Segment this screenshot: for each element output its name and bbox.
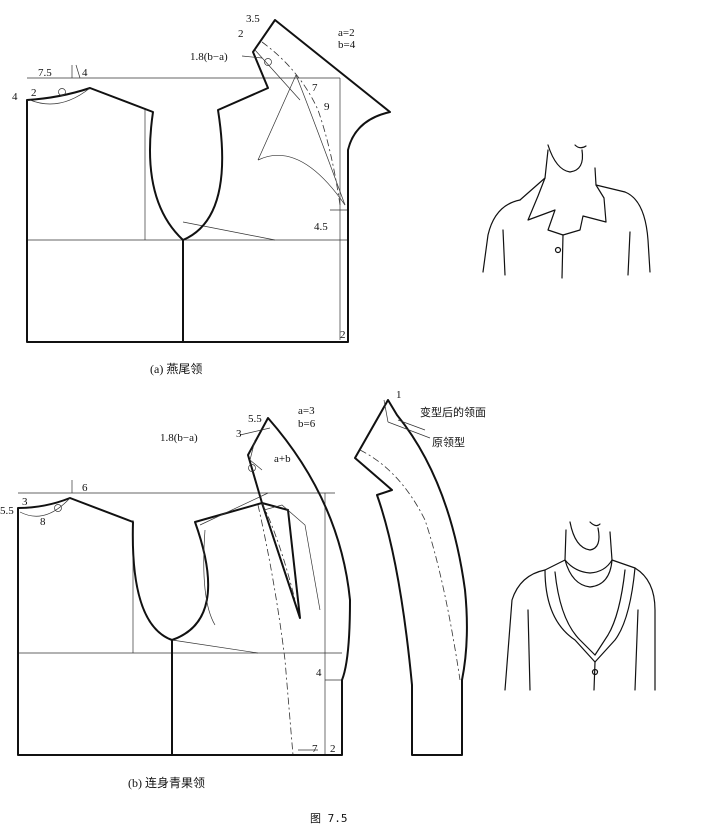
param-a: a=3 — [298, 405, 315, 417]
label-1-8-b-a: 1.8(b−a) — [160, 432, 198, 444]
diagram-a-labels: 3.5 2 1.8(b−a) a=2 b=4 7.5 4 4 2 7 9 4.5… — [12, 13, 356, 341]
param-b: b=6 — [298, 418, 316, 430]
original-collar-label: 原领型 — [432, 435, 465, 449]
label-6: 6 — [82, 482, 88, 494]
modified-collar-shape — [354, 399, 468, 756]
label-4: 4 — [316, 667, 322, 679]
label-9: 9 — [324, 101, 330, 113]
diagram-a-back-bodice — [26, 87, 184, 343]
label-3-5: 3.5 — [246, 13, 260, 25]
param-b: b=4 — [338, 39, 356, 51]
diagram-b-collar-construction — [19, 427, 321, 756]
illustration-shawl-collar — [504, 521, 656, 691]
label-7: 7 — [312, 82, 318, 94]
label-7: 7 — [312, 743, 318, 755]
modified-collar-label: 变型后的领面 — [420, 405, 486, 419]
label-4-neck: 4 — [82, 67, 88, 79]
diagram-a-collar-construction — [29, 41, 346, 206]
diagram-b-labels: 5.5 a=3 b=6 1.8(b−a) 3 a+b 6 5.5 3 8 4 7… — [0, 405, 336, 755]
param-a: a=2 — [338, 27, 355, 39]
diagram-a-front-bodice — [182, 19, 391, 343]
label-1: 1 — [396, 389, 402, 401]
label-1-8-b-a: 1.8(b−a) — [190, 51, 228, 63]
label-7-5: 7.5 — [38, 67, 52, 79]
label-5-5-left: 5.5 — [0, 505, 14, 517]
label-2: 2 — [238, 28, 244, 40]
diagram-b-back-bodice — [17, 497, 173, 756]
label-2-left: 2 — [31, 87, 37, 99]
label-3-left: 3 — [22, 496, 28, 508]
label-3: 3 — [236, 428, 242, 440]
label-5-5-top: 5.5 — [248, 413, 262, 425]
label-4-5: 4.5 — [314, 221, 328, 233]
diagram-b-front-bodice — [171, 417, 351, 756]
label-2: 2 — [330, 743, 336, 755]
label-2-bottom: 2 — [340, 329, 346, 341]
original-collar-line — [359, 449, 461, 681]
diagram-a-grid — [27, 77, 348, 340]
diagram-a: 3.5 2 1.8(b−a) a=2 b=4 7.5 4 4 2 7 9 4.5… — [12, 13, 391, 376]
label-4-left: 4 — [12, 91, 18, 103]
diagram-b: 5.5 a=3 b=6 1.8(b−a) 3 a+b 6 5.5 3 8 4 7… — [0, 405, 351, 790]
figure-number: 图 7.5 — [310, 812, 348, 825]
collar-comparison: 1 变型后的领面 原领型 — [354, 389, 486, 756]
label-8: 8 — [40, 516, 46, 528]
diagram-b-caption: (b) 连身青果领 — [128, 775, 205, 790]
label-a-plus-b: a+b — [274, 453, 291, 465]
diagram-b-grid — [18, 492, 342, 755]
illustration-swallowtail-collar — [482, 144, 651, 279]
diagram-a-caption: (a) 燕尾领 — [150, 362, 202, 376]
